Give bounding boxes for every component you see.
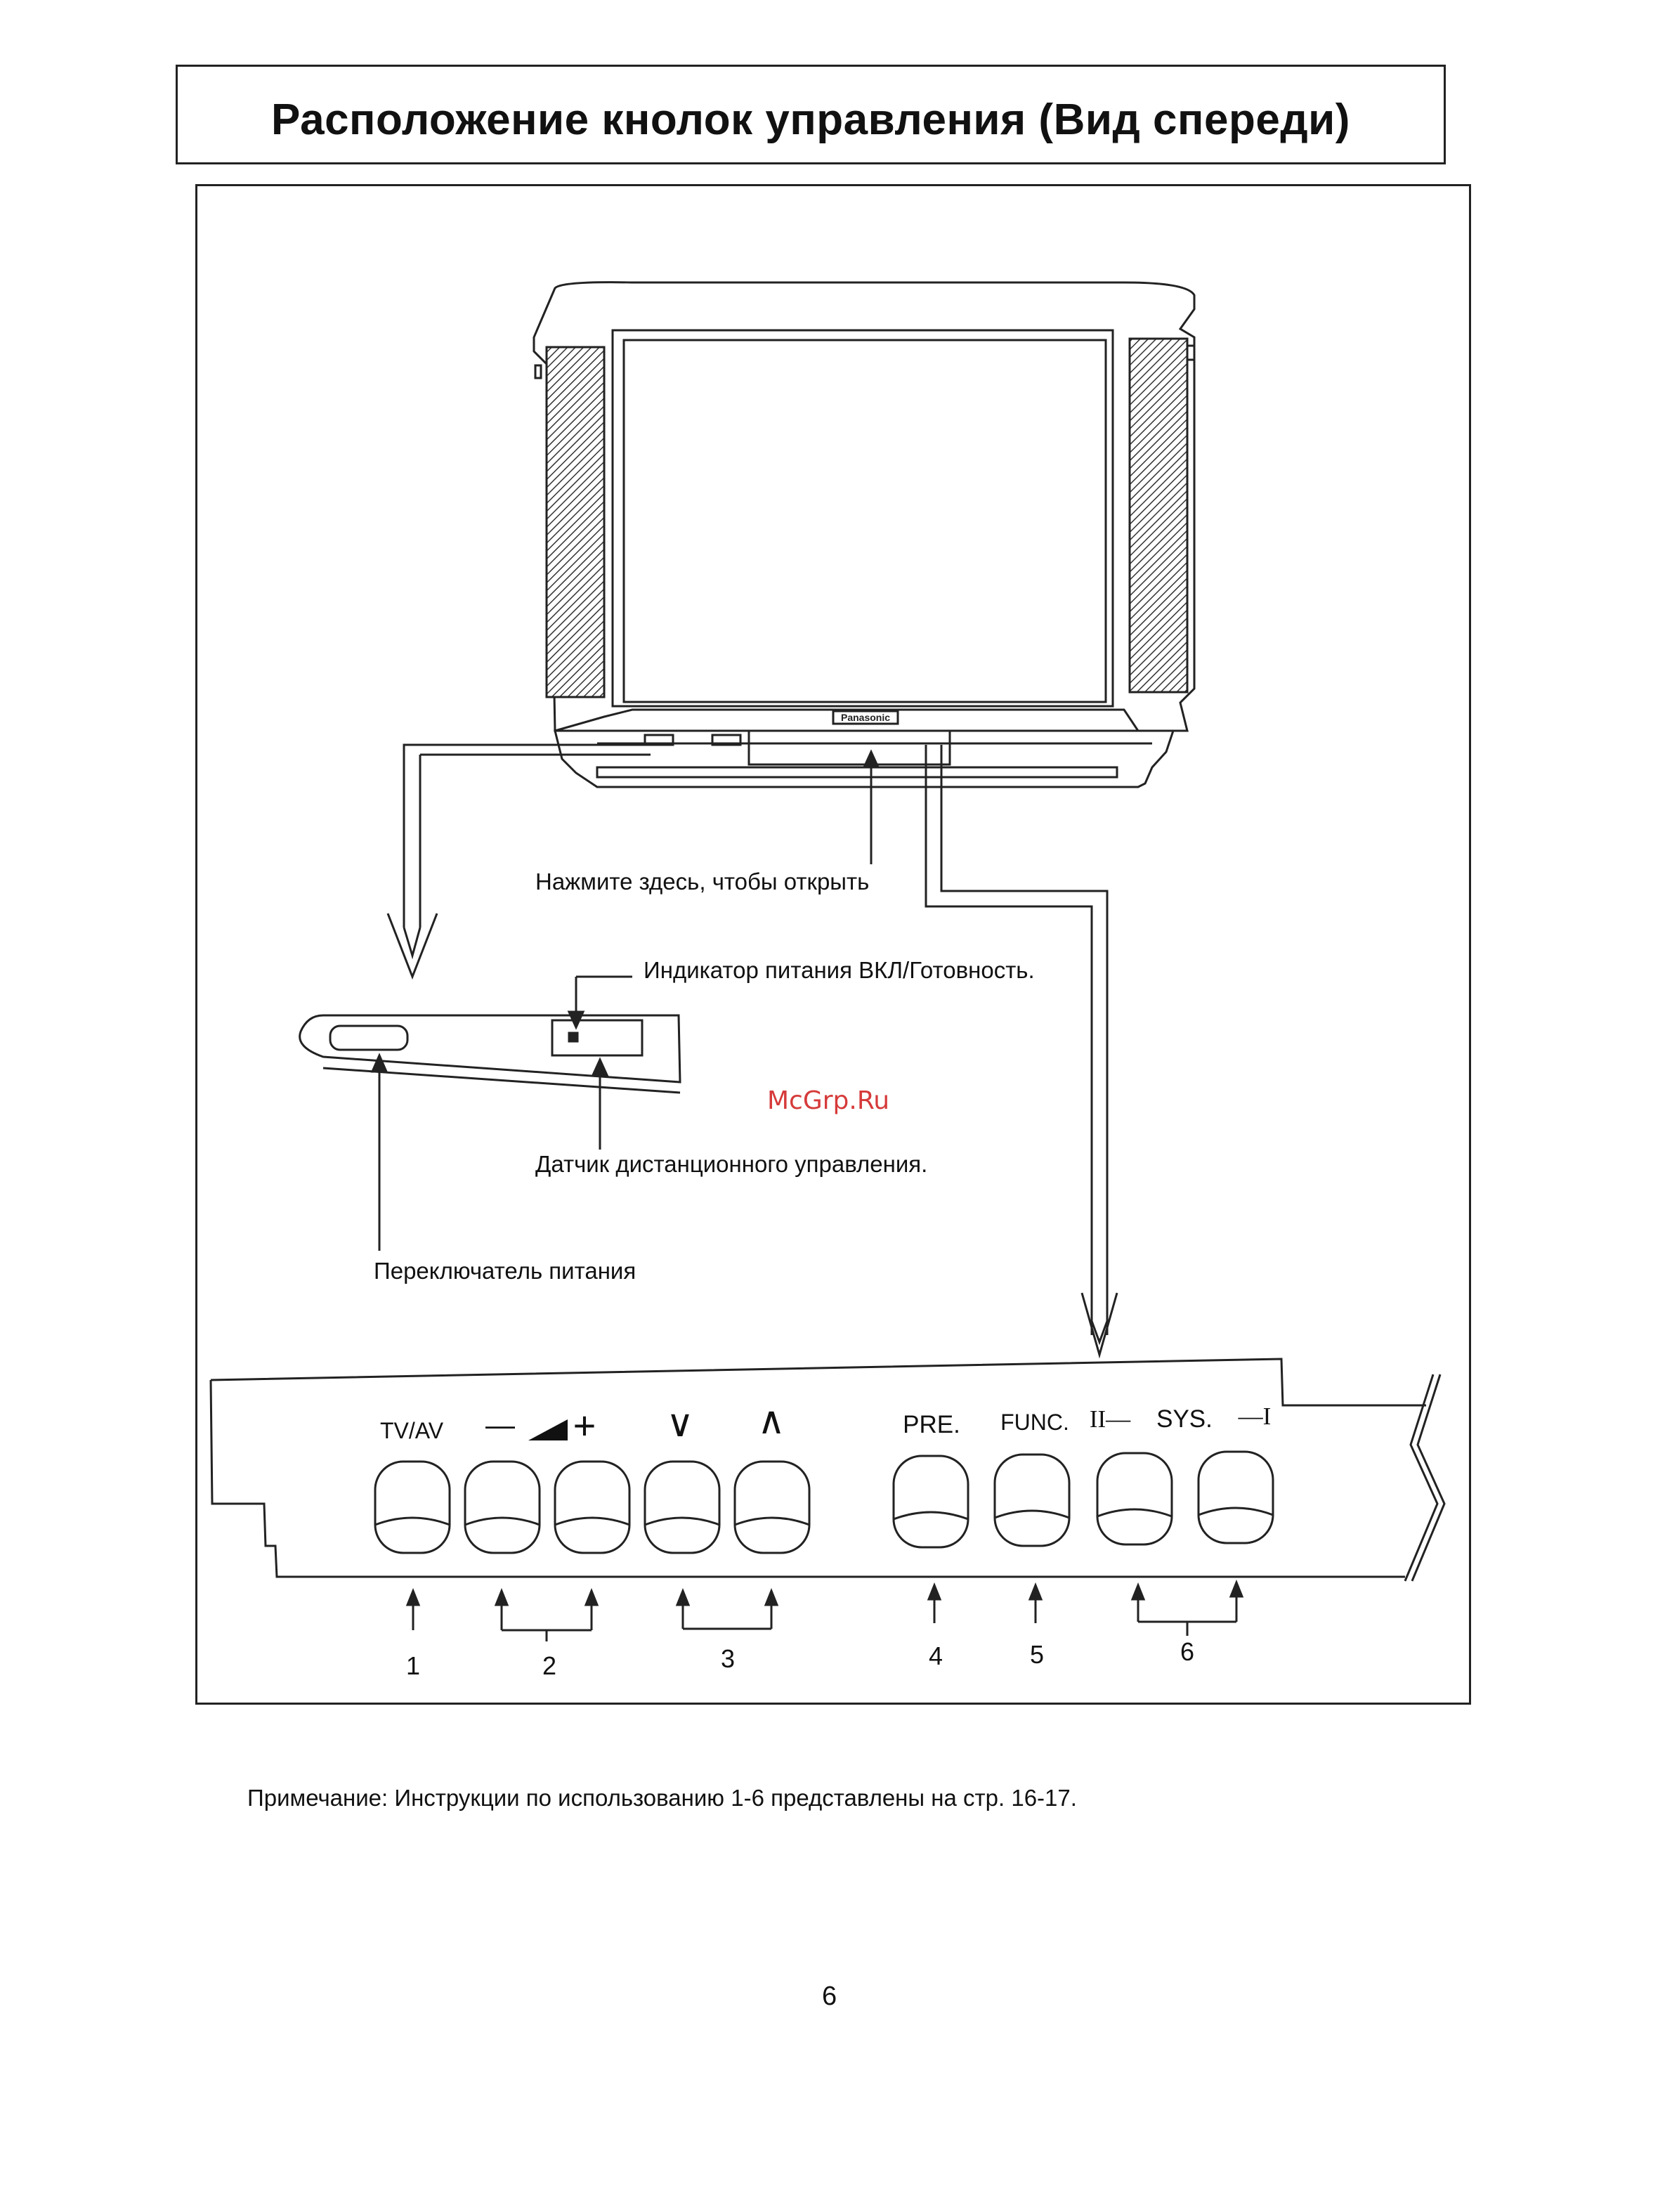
- control-flap: [299, 1014, 681, 1094]
- callout-number-2: 2: [542, 1651, 557, 1680]
- volume-wedge-icon: [528, 1419, 568, 1440]
- power-switch-label: Переключатель питания: [374, 1258, 636, 1284]
- func-label: FUNC.: [1000, 1410, 1069, 1435]
- tv-set: [533, 281, 1196, 788]
- callout-number-3: 3: [720, 1644, 736, 1673]
- sys-left-label: II—: [1089, 1405, 1131, 1433]
- title-box: Расположение кнолок управления (Вид спер…: [176, 65, 1446, 164]
- callout-number-4: 4: [928, 1641, 943, 1670]
- volume-minus-button: [464, 1460, 541, 1554]
- callout-number-5: 5: [1029, 1640, 1045, 1669]
- usage-note: Примечание: Инструкции по использованию …: [247, 1785, 1077, 1811]
- diagram-frame: [195, 184, 1471, 1705]
- func-button: [993, 1453, 1071, 1547]
- right-hollow-arrow: [925, 745, 1118, 1359]
- pre-label: PRE.: [903, 1411, 960, 1438]
- tv-brand-logo: Panasonic: [841, 712, 890, 723]
- sys-label: SYS.: [1156, 1405, 1213, 1433]
- sys-left-button: [1096, 1452, 1173, 1546]
- remote-sensor-label: Датчик дистанционного управления.: [535, 1151, 928, 1177]
- tv-power-switch-small: [644, 734, 674, 746]
- left-hollow-arrow: [386, 743, 651, 980]
- callout-arrows: [405, 1579, 1244, 1641]
- page-number: 6: [822, 1982, 837, 2011]
- watermark: McGrp.Ru: [767, 1086, 890, 1115]
- tv-av-button: [374, 1460, 451, 1554]
- channel-down-label: ∨: [666, 1403, 694, 1445]
- channel-up-button: [733, 1460, 811, 1554]
- power-indicator-label: Индикатор питания ВКЛ/Готовность.: [644, 957, 1035, 983]
- volume-plus-label: +: [573, 1403, 596, 1447]
- volume-minus-label: —: [485, 1408, 515, 1441]
- power-indicator-led: [568, 1032, 579, 1043]
- left-speaker-grille: [545, 346, 606, 698]
- page-title: Расположение кнолок управления (Вид спер…: [271, 96, 1350, 144]
- channel-down-button: [644, 1460, 721, 1554]
- sys-right-button: [1197, 1450, 1274, 1544]
- callout-number-6: 6: [1180, 1637, 1195, 1666]
- button-panel: [209, 1358, 1446, 1582]
- pre-button: [892, 1455, 969, 1549]
- sensor-window: [551, 1019, 644, 1057]
- volume-plus-button: [554, 1460, 631, 1554]
- channel-up-label: ∧: [757, 1400, 785, 1442]
- tv-av-label: TV/AV: [379, 1418, 444, 1443]
- callout-number-1: 1: [405, 1651, 421, 1680]
- power-switch-button: [329, 1024, 409, 1051]
- right-speaker-grille: [1128, 337, 1189, 694]
- press-to-open-label: Нажмите здесь, чтобы открыть: [535, 868, 870, 894]
- sys-right-label: —I: [1238, 1403, 1272, 1430]
